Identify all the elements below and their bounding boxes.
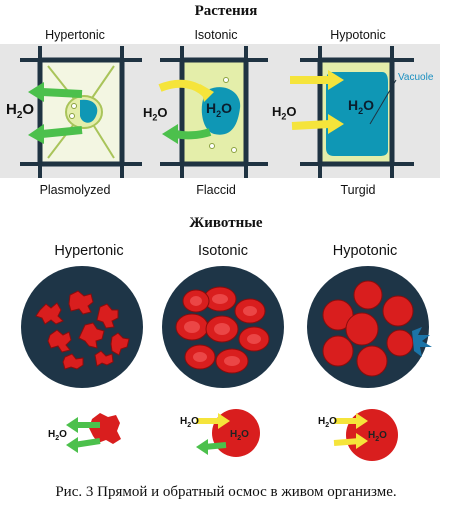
plasmolyzed-arrowhead-bottom bbox=[28, 124, 44, 144]
turgid-arrow-in-bottom bbox=[291, 120, 331, 130]
plasmolyzed-arrow-out-bottom bbox=[41, 126, 83, 138]
flaccid-arrowhead-out bbox=[162, 124, 178, 144]
hypo-water-label-cell: H2O bbox=[368, 430, 387, 443]
hyper-arrow-out-bottom bbox=[73, 438, 101, 448]
vacuole-label: Vacuole bbox=[398, 72, 434, 83]
plasmolyzed-cell bbox=[20, 46, 142, 178]
hypo-water-label: H2O bbox=[318, 416, 337, 429]
animal-hypotonic-label: Hypotonic bbox=[332, 243, 398, 259]
iso-water-label-cell: H2O bbox=[230, 429, 249, 442]
figure-caption: Рис. 3 Прямой и обратный осмос в живом о… bbox=[55, 484, 397, 500]
red-blood-cells-diagram bbox=[21, 266, 432, 388]
plant-cells-diagram bbox=[0, 44, 440, 178]
flaccid-arrowhead-in bbox=[200, 84, 214, 102]
shrunken-cells bbox=[35, 290, 130, 370]
iso-water-label: H2O bbox=[180, 416, 199, 429]
animals-title: Животные bbox=[189, 215, 263, 231]
plants-title: Растения bbox=[194, 3, 258, 19]
plant-isotonic-label: Isotonic bbox=[194, 28, 238, 42]
hyper-water-label: H2O bbox=[48, 429, 67, 442]
turgid-arrowhead-top bbox=[328, 70, 344, 90]
plant-hypotonic-label: Hypotonic bbox=[330, 28, 386, 42]
plasmolyzed-water-label: H2O bbox=[6, 101, 35, 121]
water-movement-row bbox=[66, 409, 398, 461]
hypo-arrow-in-bottom bbox=[333, 438, 361, 446]
plant-plasmolyzed-label: Plasmolyzed bbox=[39, 183, 111, 197]
turgid-cell bbox=[300, 46, 414, 178]
burst-cell bbox=[412, 327, 432, 357]
hypertonic-dish bbox=[21, 266, 143, 388]
small-shrunken-rbc bbox=[89, 413, 121, 444]
flaccid-water-label-outside: H2O bbox=[143, 105, 168, 123]
turgid-arrowhead-bottom bbox=[328, 114, 344, 134]
plant-hypertonic-label: Hypertonic bbox=[45, 28, 105, 42]
plant-turgid-label: Turgid bbox=[340, 183, 376, 197]
turgid-water-label-outside: H2O bbox=[272, 104, 297, 122]
flaccid-arrow-out bbox=[175, 128, 212, 140]
animal-isotonic-label: Isotonic bbox=[198, 243, 248, 259]
plasmolyzed-arrow-out-top bbox=[41, 88, 83, 98]
animal-hypertonic-label: Hypertonic bbox=[54, 243, 124, 259]
plasmolyzed-arrowhead-top bbox=[28, 82, 44, 102]
flaccid-water-label-vacuole: H2O bbox=[206, 100, 233, 119]
swollen-cells bbox=[322, 280, 414, 377]
turgid-water-label-vacuole: H2O bbox=[348, 97, 375, 116]
plant-flaccid-label: Flaccid bbox=[196, 183, 236, 197]
